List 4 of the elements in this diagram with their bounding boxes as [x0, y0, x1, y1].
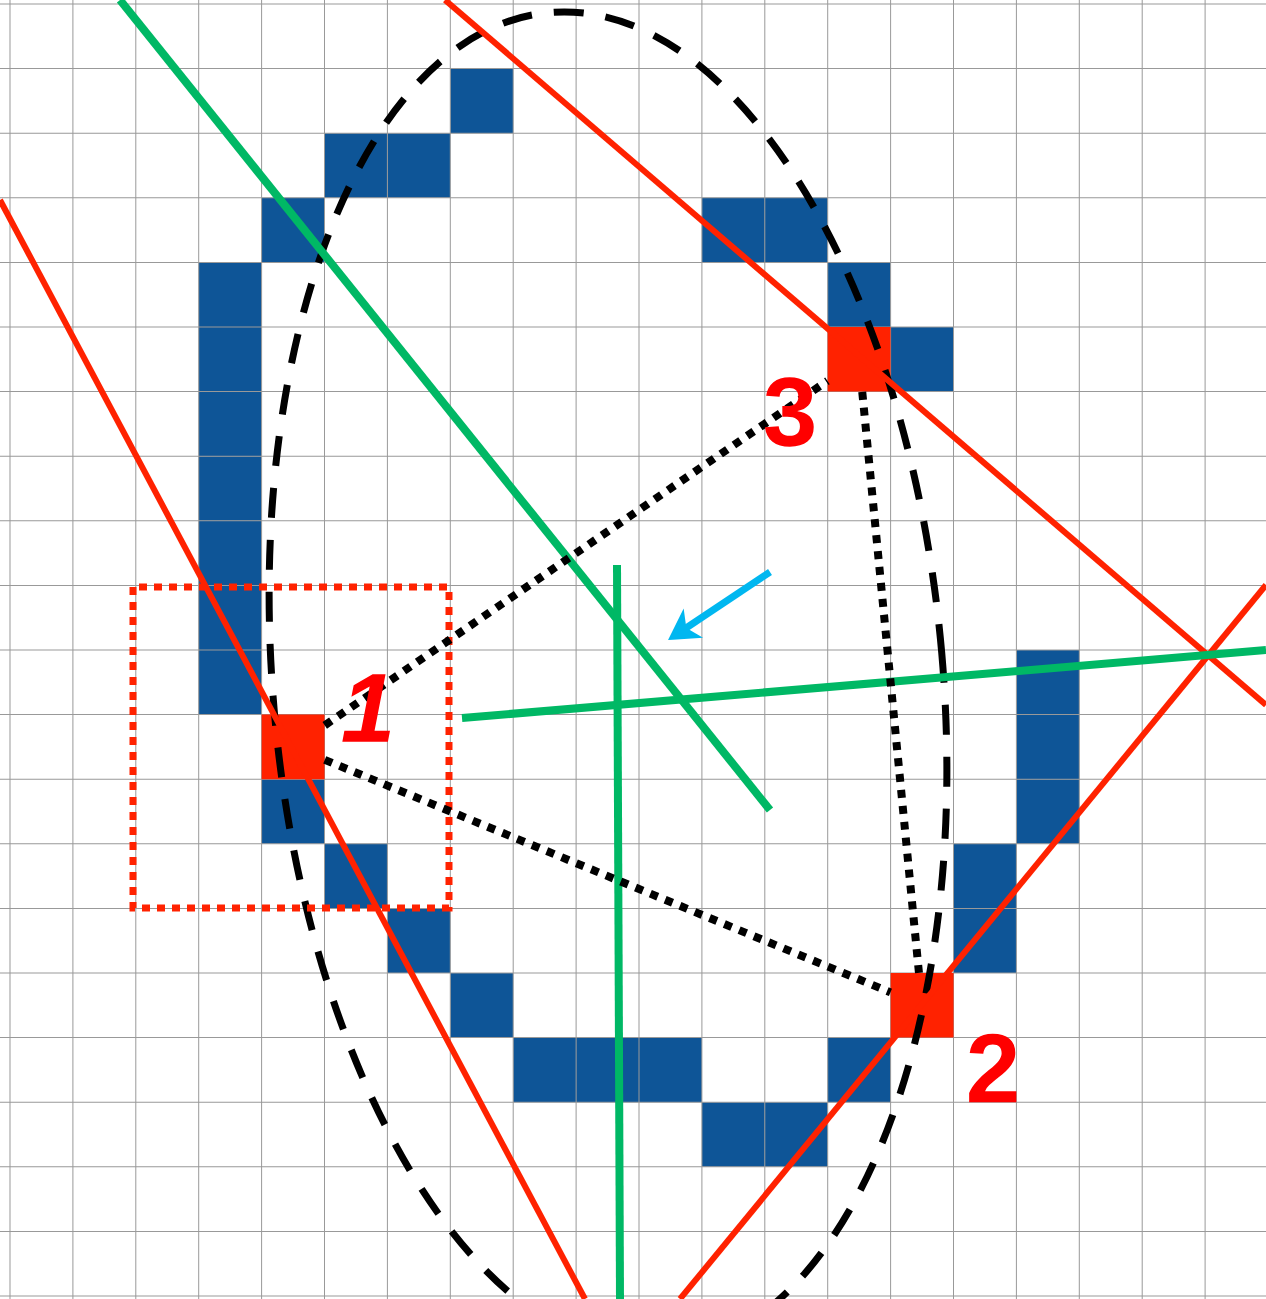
dotted-line — [322, 377, 830, 729]
node-number: 2 — [969, 1033, 1017, 1103]
node-number: 1 — [342, 674, 390, 742]
dotted-line — [323, 756, 892, 997]
